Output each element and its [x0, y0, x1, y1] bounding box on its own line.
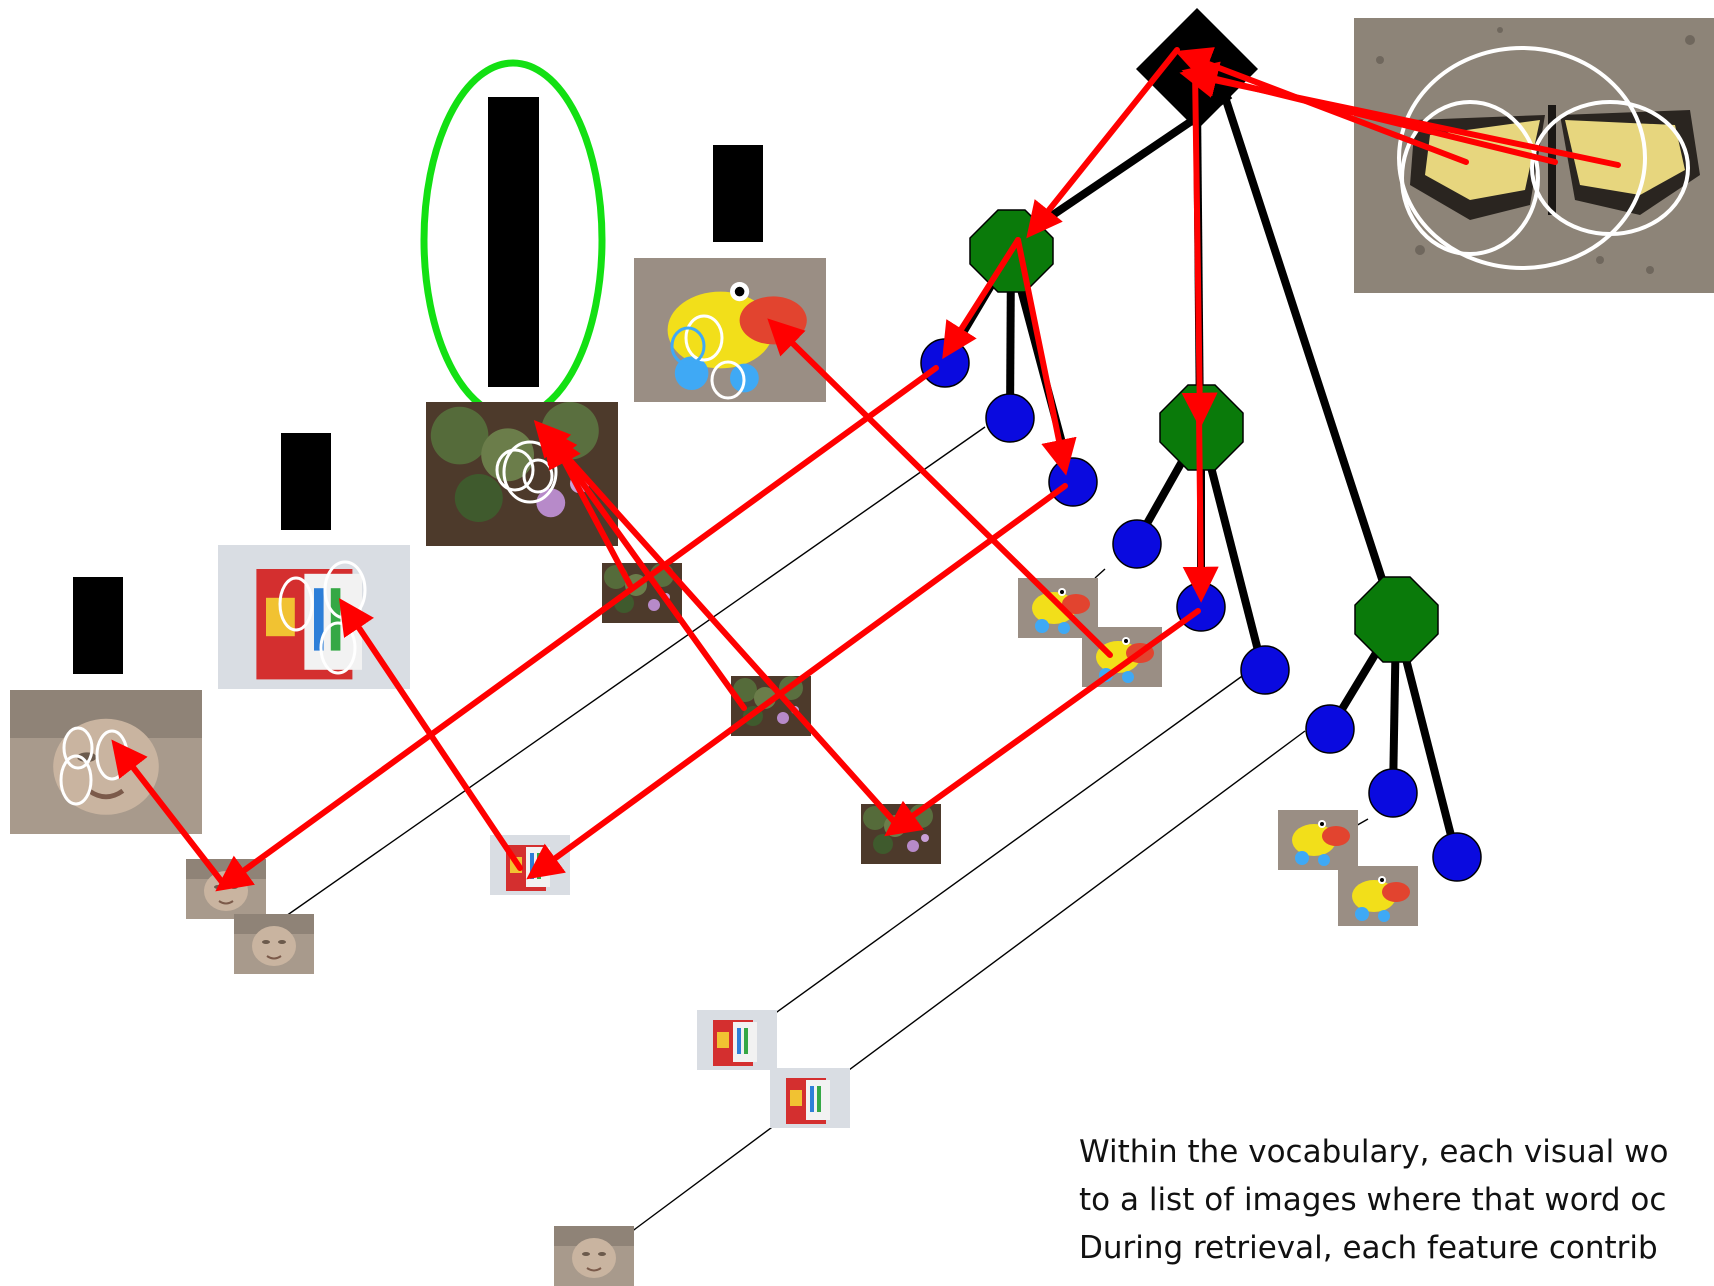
leaf-nodes	[920, 338, 1482, 882]
feature-ellipse	[1400, 100, 1540, 256]
feature-ellipse	[1397, 46, 1647, 270]
thumb-flower	[861, 804, 941, 864]
thumb-duck	[1278, 810, 1358, 870]
caption-line: Within the vocabulary, each visual wo	[1079, 1134, 1669, 1170]
score-bar	[713, 145, 763, 242]
caption-line: During retrieval, each feature contrib	[1079, 1230, 1658, 1266]
query-image	[1354, 18, 1714, 293]
feature-ellipse	[522, 458, 554, 494]
caption-text: Within the vocabulary, each visual wo to…	[1079, 1128, 1714, 1286]
feature-ellipse	[684, 314, 724, 362]
feature-ellipse	[319, 621, 357, 675]
feature-ellipse	[670, 326, 706, 366]
leaf-node	[1048, 457, 1098, 507]
db-image-box	[218, 545, 410, 689]
inner-node-3	[1354, 576, 1439, 663]
feature-ellipse	[495, 448, 535, 492]
leaf-node	[1432, 832, 1482, 882]
thumb-box	[697, 1010, 777, 1070]
thumb-face	[234, 914, 314, 974]
feature-ellipse	[1530, 100, 1690, 236]
db-image-duck	[634, 258, 826, 402]
db-image-flower	[426, 402, 618, 546]
feature-ellipse	[278, 576, 314, 632]
feature-ellipse	[502, 440, 558, 504]
caption-line: to a list of images where that word oc	[1079, 1182, 1667, 1218]
db-image-face	[10, 690, 202, 834]
score-bar	[488, 97, 539, 387]
leaf-node	[1368, 768, 1418, 818]
feature-paths	[111, 47, 1621, 892]
thumb-face	[186, 859, 266, 919]
leaf-node	[1112, 519, 1162, 569]
feature-ellipse	[59, 754, 93, 806]
leaf-node	[1240, 645, 1290, 695]
score-bar	[73, 577, 123, 674]
feature-ellipse	[62, 726, 94, 770]
leaf-node	[985, 393, 1035, 443]
leaf-node	[1305, 704, 1355, 754]
score-bar	[281, 433, 331, 530]
thumb-duck	[1338, 866, 1418, 926]
feature-ellipse	[710, 360, 746, 400]
thumb-box	[770, 1068, 850, 1128]
thumb-face	[554, 1226, 634, 1286]
leaf-node	[920, 338, 970, 388]
inverted-file-links	[275, 426, 1369, 1265]
